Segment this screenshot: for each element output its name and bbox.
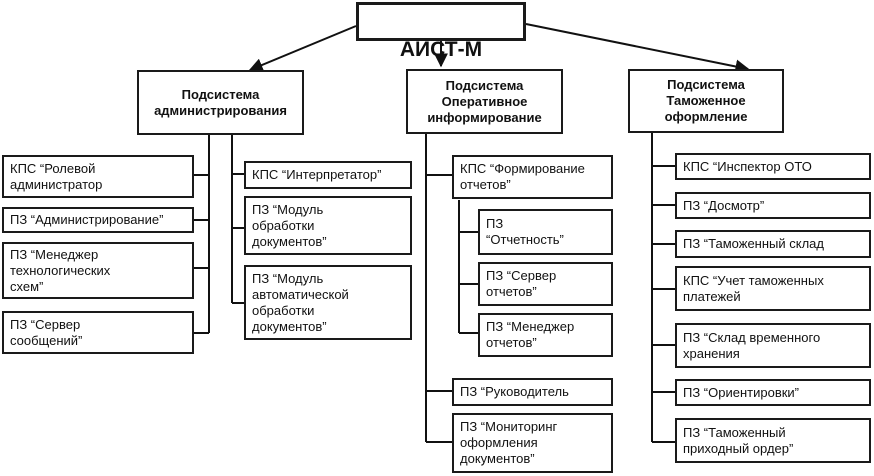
info-node-report-server: ПЗ “Сервер отчетов” [478,262,613,306]
subsystem-label: Подсистема Таможенное оформление [664,77,748,124]
node-label: ПЗ “Мониторинг оформления документов” [460,419,558,466]
customs-node-receipt-order: ПЗ “Таможенный приходный ордер” [675,418,871,463]
node-label: ПЗ “Ориентировки” [683,384,800,400]
info-node-report-generation: КПС “Формирование отчетов” [452,155,613,199]
node-label: КПС “Ролевой администратор [10,160,103,192]
node-label: ПЗ “Модуль обработки документов” [252,201,327,249]
node-label: ПЗ “Администрирование” [10,212,164,227]
node-label: КПС “Формирование отчетов” [460,161,585,192]
customs-node-orientations: ПЗ “Ориентировки” [675,379,871,406]
admin-node-administration: ПЗ “Администрирование” [2,207,194,233]
node-label: ПЗ “Склад временного хранения [683,329,821,361]
subsystem-customs: Подсистема Таможенное оформление [628,69,784,133]
info-node-doc-monitoring: ПЗ “Мониторинг оформления документов” [452,413,613,473]
customs-node-payments: КПС “Учет таможенных платежей [675,266,871,311]
arrow-root-to-customs [525,23,750,74]
subsystem-label: Подсистема администрирования [154,86,287,118]
node-label: КПС “Интерпретатор” [252,167,382,182]
node-label: ПЗ “Менеджер технологических схем” [10,246,111,294]
node-label: ПЗ “Таможенный склад [683,236,824,251]
customs-node-oto-inspector: КПС “Инспектор ОТО [675,153,871,180]
root-node: АИСТ-М [356,2,526,61]
subsystem-administration: Подсистема администрирования [137,70,304,135]
info-node-reporting: ПЗ “Отчетность” [478,209,613,255]
root-label: АИСТ-М [399,38,483,61]
admin-node-auto-doc-processing: ПЗ “Модуль автоматической обработки доку… [244,265,412,340]
subsystem-operative-info: Подсистема Оперативное информирование [406,69,563,134]
node-label: ПЗ “Отчетность” [486,216,564,247]
admin-node-message-server: ПЗ “Сервер сообщений” [2,311,194,354]
info-node-report-manager: ПЗ “Менеджер отчетов” [478,313,613,357]
node-label: ПЗ “Руководитель [460,384,569,399]
node-label: ПЗ “Сервер сообщений” [10,316,83,348]
admin-node-interpreter: КПС “Интерпретатор” [244,161,412,189]
customs-node-temp-storage: ПЗ “Склад временного хранения [675,323,871,368]
node-label: ПЗ “Менеджер отчетов” [486,319,575,350]
node-label: КПС “Инспектор ОТО [683,158,812,174]
node-label: КПС “Учет таможенных платежей [683,272,824,304]
node-label: ПЗ “Досмотр” [683,197,765,213]
subsystem-label: Подсистема Оперативное информирование [427,77,542,125]
node-label: ПЗ “Таможенный приходный ордер” [683,424,794,456]
info-node-manager: ПЗ “Руководитель [452,378,613,406]
arrow-root-to-admin [248,25,357,72]
node-label: ПЗ “Сервер отчетов” [486,268,557,299]
admin-node-role-admin: КПС “Ролевой администратор [2,155,194,198]
admin-node-doc-processing: ПЗ “Модуль обработки документов” [244,196,412,255]
admin-node-tech-schemes: ПЗ “Менеджер технологических схем” [2,242,194,299]
customs-node-inspection: ПЗ “Досмотр” [675,192,871,219]
customs-node-customs-warehouse: ПЗ “Таможенный склад [675,230,871,258]
node-label: ПЗ “Модуль автоматической обработки доку… [252,270,349,334]
